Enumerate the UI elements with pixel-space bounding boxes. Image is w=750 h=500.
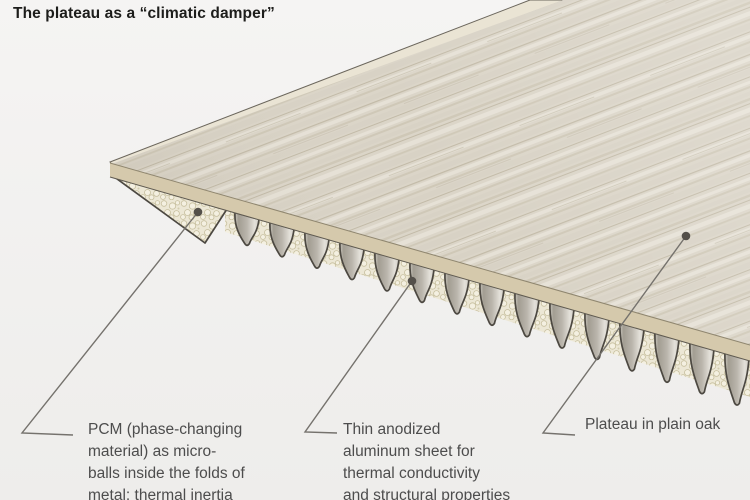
leader-line-pcm — [20, 211, 199, 436]
aluminum-fold — [444, 271, 470, 315]
callout-aluminum-label: Thin anodized aluminum sheet for thermal… — [343, 421, 511, 500]
aluminum-fold — [479, 281, 505, 327]
aluminum-fold — [549, 301, 575, 349]
leader-dot-aluminum — [407, 276, 417, 286]
leader-line-aluminum — [303, 280, 413, 434]
aluminum-fold — [619, 320, 645, 372]
aluminum-fold — [654, 330, 680, 384]
leader-dots — [193, 207, 691, 286]
aluminum-fold — [409, 261, 435, 304]
callout-pcm-label: PCM (phase-changing material) as micro- … — [88, 421, 245, 500]
leader-dot-pcm — [193, 207, 203, 217]
aluminum-fold — [374, 251, 400, 292]
leader-line-oak — [541, 235, 687, 436]
aluminum-fold — [269, 221, 295, 258]
aluminum-fold — [514, 291, 540, 338]
aluminum-fold — [339, 241, 365, 281]
aluminum-fold — [724, 350, 750, 406]
diagram-title: The plateau as a “climatic damper” — [13, 5, 275, 22]
callout-oak-label: Plateau in plain oak — [585, 416, 721, 433]
aluminum-folds — [234, 211, 750, 406]
plank-front-edge — [109, 162, 750, 362]
plank-top-shading — [111, 0, 750, 346]
aluminum-fold — [234, 211, 260, 247]
leader-lines — [20, 211, 687, 436]
leader-dot-oak — [681, 231, 691, 241]
wood-plank — [109, 0, 750, 346]
aluminum-fold — [304, 231, 330, 269]
aluminum-fold — [689, 340, 715, 395]
